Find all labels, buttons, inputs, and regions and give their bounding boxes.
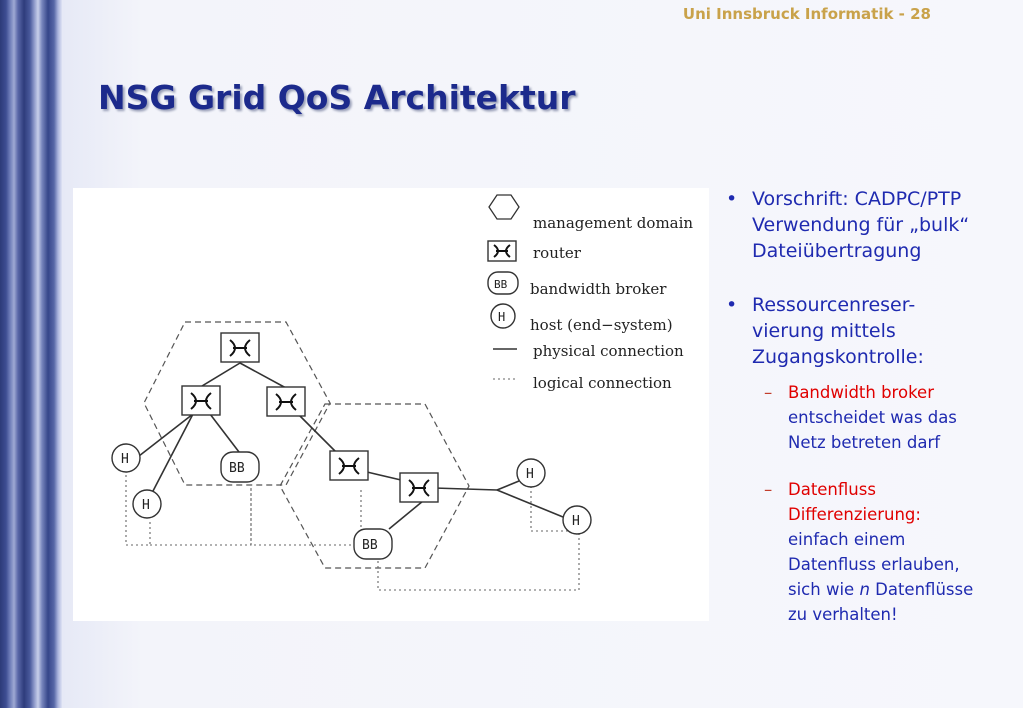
host-4 — [562, 505, 592, 535]
legend-bandwidth-broker: bandwidth broker — [530, 280, 667, 298]
subbullet-2-line-6: zu verhalten! — [788, 605, 898, 624]
bandwidth-broker-1-label: BB — [229, 461, 245, 476]
router-left — [181, 385, 221, 416]
legend-logical: logical connection — [533, 374, 672, 392]
subbullet-2-italic-n: n — [859, 580, 870, 599]
bandwidth-broker-1 — [220, 451, 260, 483]
host-4-label: H — [572, 514, 580, 529]
physical-connections — [138, 362, 564, 530]
legend-host-icon — [490, 303, 516, 329]
subbullet-2-line-5: sich wie n Datenflüsse — [788, 577, 1012, 602]
host-2-label: H — [142, 498, 150, 513]
subbullet-1-line-3: Netz betreten darf — [788, 433, 941, 452]
legend-physical: physical connection — [533, 342, 684, 360]
bandwidth-broker-2 — [353, 528, 393, 560]
subbullet-2-line-5-post: Datenflüsse — [869, 580, 974, 599]
router-top — [220, 332, 260, 363]
bullet-2-line-1: Ressourcenreser- — [752, 294, 916, 316]
slide-title: NSG Grid QoS Architektur — [98, 78, 576, 117]
router-right — [266, 386, 306, 417]
subbullet-2: – Datenfluss Differenzierung: einfach ei… — [722, 477, 1012, 627]
legend-bb-icon — [487, 271, 519, 295]
decorative-stripes — [0, 0, 62, 708]
bullet-list: • Vorschrift: CADPC/PTP Verwendung für „… — [722, 186, 1012, 649]
legend-host: host (end−system) — [530, 316, 673, 334]
subbullet-2-highlight-2: Differenzierung: — [788, 505, 921, 524]
bullet-2-line-2: vierung mittels — [752, 320, 896, 342]
host-1-label: H — [121, 452, 129, 467]
host-3 — [516, 458, 546, 488]
bullet-item-2: • Ressourcenreser- vierung mittels Zugan… — [722, 292, 1012, 370]
subbullet-1-highlight: Bandwidth broker — [788, 383, 934, 402]
legend-bb-symbol: BB — [494, 278, 508, 291]
legend-host-symbol: H — [498, 310, 505, 324]
subbullet-marker: – — [764, 480, 773, 499]
host-2 — [132, 489, 162, 519]
subbullet-2-line-4: Datenfluss erlauben, — [788, 555, 960, 574]
bullet-2-line-3: Zugangskontrolle: — [752, 346, 924, 368]
bullet-marker: • — [726, 188, 738, 210]
legend: management domain router BB bandwidth br… — [487, 194, 693, 392]
router-bottom — [399, 472, 439, 503]
subbullet-2-line-3: einfach einem — [788, 530, 906, 549]
bandwidth-broker-2-label: BB — [362, 538, 378, 553]
subbullet-1: – Bandwidth broker entscheidet was das N… — [722, 380, 1012, 455]
bullet-item-1: • Vorschrift: CADPC/PTP Verwendung für „… — [722, 186, 1012, 264]
management-domain-2 — [279, 403, 470, 569]
bullet-1-line-3: Dateiübertragung — [752, 240, 922, 262]
logical-connections — [125, 470, 580, 591]
legend-router: router — [533, 244, 582, 262]
host-1 — [111, 443, 141, 473]
subbullet-marker: – — [764, 383, 773, 402]
legend-hexagon-icon — [488, 194, 520, 220]
slide-header: Uni Innsbruck Informatik - 28 — [682, 5, 931, 23]
subbullet-2-line-5-pre: sich wie — [788, 580, 860, 599]
host-3-label: H — [526, 467, 534, 482]
bullet-1-line-1: Vorschrift: CADPC/PTP — [752, 188, 962, 210]
bullet-1-line-2: Verwendung für „bulk“ — [752, 214, 970, 236]
subbullet-1-line-2: entscheidet was das — [788, 408, 957, 427]
management-domain-1 — [143, 321, 331, 486]
subbullet-2-highlight-1: Datenfluss — [788, 480, 876, 499]
router-middle — [329, 450, 369, 481]
bullet-marker: • — [726, 294, 738, 316]
qos-architecture-diagram: management domain router BB bandwidth br… — [73, 188, 709, 621]
legend-management-domain: management domain — [533, 214, 693, 232]
